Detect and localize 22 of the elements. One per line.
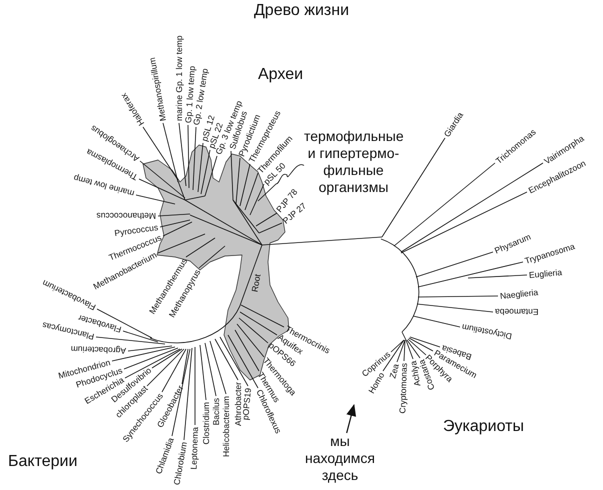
taxon-label: pOPS19: [240, 388, 253, 420]
taxon-label: Entamoeba: [495, 307, 538, 317]
taxon-label: Euglieria: [528, 266, 562, 280]
note-text: термофильные и гипертермо-фильные организмы: [304, 128, 403, 196]
taxon-label: Clostridium: [201, 402, 211, 445]
leader-line: [258, 164, 304, 202]
root-label: Root: [250, 273, 262, 293]
taxon-label: Zea: [388, 362, 402, 380]
taxon-label: Bacilus: [211, 398, 221, 426]
taxon-label: marine Gp. 1 low temp: [174, 35, 184, 121]
taxon-label: Naeglieria: [499, 286, 539, 301]
group-heading: Археи: [258, 66, 304, 84]
arrow: [346, 404, 356, 434]
taxon-label: Agrobacterium: [70, 344, 126, 356]
group-heading: Эукариоты: [443, 418, 524, 436]
taxon-label: Helicobacterium: [221, 396, 231, 457]
taxon-label: Methanococcus: [96, 211, 156, 221]
taxon-label: Leptonema: [188, 426, 200, 470]
group-heading: Бактерии: [8, 453, 78, 471]
diagram-title: Древо жизни: [252, 2, 350, 20]
taxon-label: Athrobacter: [233, 382, 243, 426]
note-text: мы находимся здесь: [300, 433, 380, 484]
